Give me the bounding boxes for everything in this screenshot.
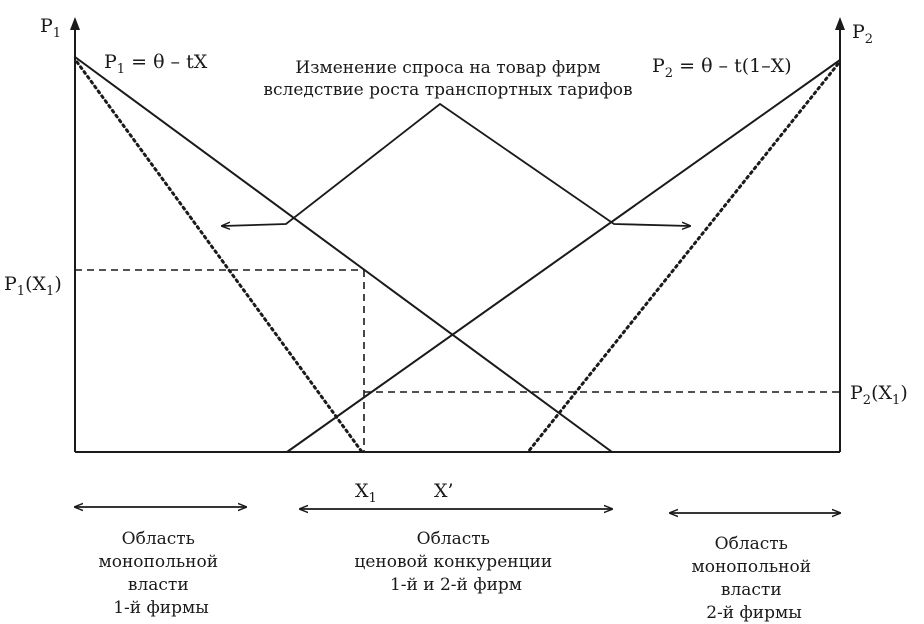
annotation-line-1: Изменение спроса на товар фирм bbox=[295, 58, 600, 78]
demand-line-firm-2 bbox=[286, 59, 841, 453]
steep-demand-line-firm-2 bbox=[526, 62, 840, 454]
p1-x1-label: P1(X1) bbox=[4, 273, 62, 299]
left-area-caption: Область монопольной власти 1-й фирмы bbox=[99, 529, 224, 618]
p2-x1-label: P2(X1) bbox=[850, 382, 908, 408]
right-axis-arrow-icon bbox=[835, 17, 845, 30]
right-area-caption: Область монопольной власти 2-й фирмы bbox=[692, 534, 817, 623]
annotation-line-2: вследствие роста транспортных тарифов bbox=[263, 80, 632, 100]
x1-label: X1 bbox=[355, 480, 377, 506]
demand-line-firm-1 bbox=[74, 56, 613, 453]
left-axis-arrow-icon bbox=[70, 17, 80, 30]
annotation-pointer bbox=[222, 102, 690, 226]
formula-firm-1: P1 = θ – tX bbox=[104, 51, 208, 77]
middle-area-caption: Область ценовой конкуренции 1-й и 2-й фи… bbox=[354, 529, 557, 595]
p1-axis-label: P1 bbox=[40, 15, 61, 41]
steep-demand-line-firm-1 bbox=[75, 60, 364, 454]
xprime-label: X’ bbox=[434, 480, 454, 502]
p2-axis-label: P2 bbox=[852, 21, 873, 47]
formula-firm-2: P2 = θ – t(1–X) bbox=[652, 55, 792, 81]
